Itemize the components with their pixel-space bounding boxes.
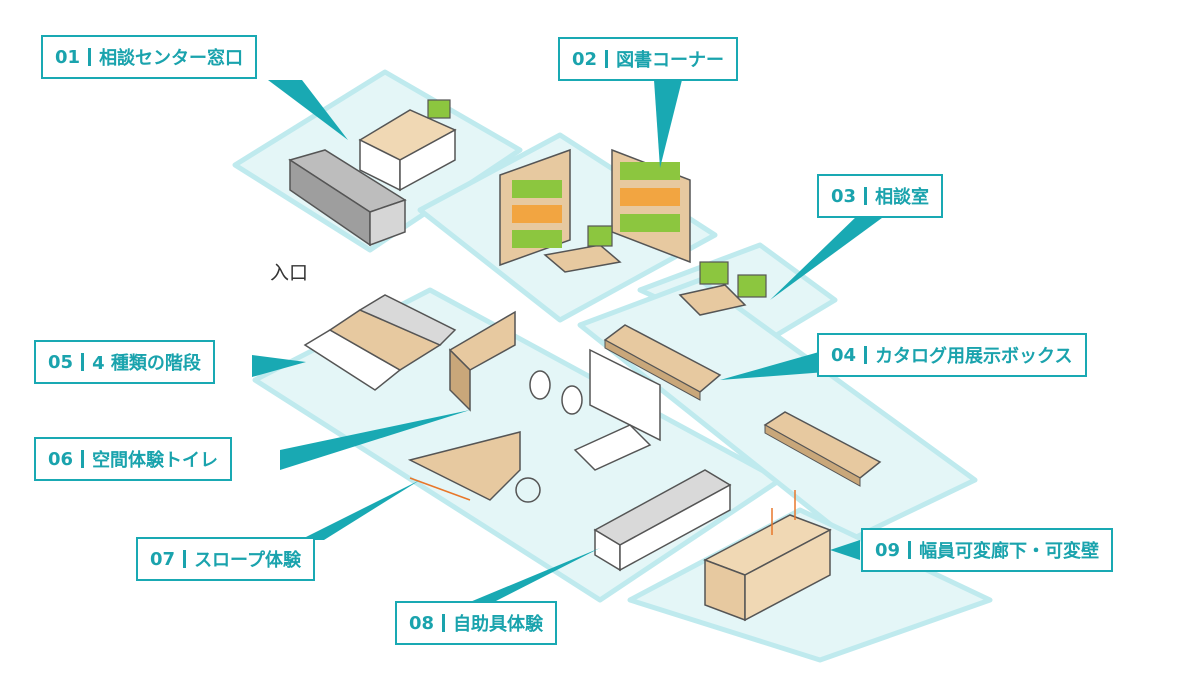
separator-bar bbox=[442, 614, 446, 632]
separator-bar bbox=[864, 346, 868, 364]
area-label-04[interactable]: 04 カタログ用展示ボックス bbox=[817, 333, 1087, 377]
area-label-05[interactable]: 05 4 種類の階段 bbox=[34, 340, 215, 384]
area-label-07[interactable]: 07 スロープ体験 bbox=[136, 537, 315, 581]
pointer-07 bbox=[300, 480, 420, 540]
area-number: 04 bbox=[831, 344, 857, 366]
separator-bar bbox=[864, 187, 868, 205]
pointer-01 bbox=[268, 80, 348, 140]
area-number: 08 bbox=[409, 612, 435, 634]
stairs-models bbox=[303, 294, 457, 391]
separator-bar bbox=[88, 48, 92, 66]
pointer-05 bbox=[252, 355, 306, 377]
kitchen-counter bbox=[593, 469, 732, 572]
area-name: 自助具体験 bbox=[453, 614, 544, 635]
area-label-02[interactable]: 02 図書コーナー bbox=[558, 37, 739, 81]
pointer-03 bbox=[770, 215, 886, 300]
separator-bar bbox=[908, 541, 912, 559]
area-name: 相談センター窓口 bbox=[99, 48, 244, 69]
area-number: 09 bbox=[875, 539, 901, 561]
variable-walls bbox=[703, 490, 832, 622]
area-label-01[interactable]: 01 相談センター窓口 bbox=[41, 35, 258, 79]
area-name: 図書コーナー bbox=[616, 50, 725, 71]
pointer-06 bbox=[280, 410, 470, 470]
bookshelves bbox=[499, 148, 691, 273]
separator-bar bbox=[81, 353, 85, 371]
pointer-09 bbox=[830, 540, 860, 560]
area-label-06[interactable]: 06 空間体験トイレ bbox=[34, 437, 233, 481]
area-label-09[interactable]: 09 幅員可変廊下・可変壁 bbox=[861, 528, 1114, 572]
pointer-04 bbox=[720, 350, 826, 380]
area-name: スロープ体験 bbox=[194, 550, 301, 571]
toilet-room bbox=[448, 310, 661, 471]
area-number: 03 bbox=[831, 185, 857, 207]
area-name: 4 種類の階段 bbox=[92, 353, 201, 374]
area-name: カタログ用展示ボックス bbox=[875, 346, 1073, 367]
separator-bar bbox=[81, 450, 85, 468]
area-number: 06 bbox=[48, 448, 74, 470]
catalog-boxes bbox=[603, 324, 882, 487]
area-number: 01 bbox=[55, 46, 81, 68]
area-name: 幅員可変廊下・可変壁 bbox=[919, 541, 1100, 562]
separator-bar bbox=[183, 550, 187, 568]
area-name: 空間体験トイレ bbox=[92, 450, 219, 471]
slope-model bbox=[407, 431, 541, 503]
entrance-label: 入口 bbox=[270, 262, 309, 284]
consult-room-furniture bbox=[678, 261, 767, 316]
floor-catalog bbox=[577, 277, 978, 543]
area-label-03[interactable]: 03 相談室 bbox=[817, 174, 944, 218]
pointer-08 bbox=[470, 548, 600, 602]
area-number: 05 bbox=[48, 351, 74, 373]
callout-pointers bbox=[252, 80, 886, 602]
separator-bar bbox=[605, 50, 609, 68]
area-number: 07 bbox=[150, 548, 176, 570]
pointer-02 bbox=[654, 80, 682, 168]
consult-counter bbox=[288, 99, 457, 247]
area-name: 相談室 bbox=[875, 187, 930, 208]
area-number: 02 bbox=[572, 48, 598, 70]
area-label-08[interactable]: 08 自助具体験 bbox=[395, 601, 558, 645]
